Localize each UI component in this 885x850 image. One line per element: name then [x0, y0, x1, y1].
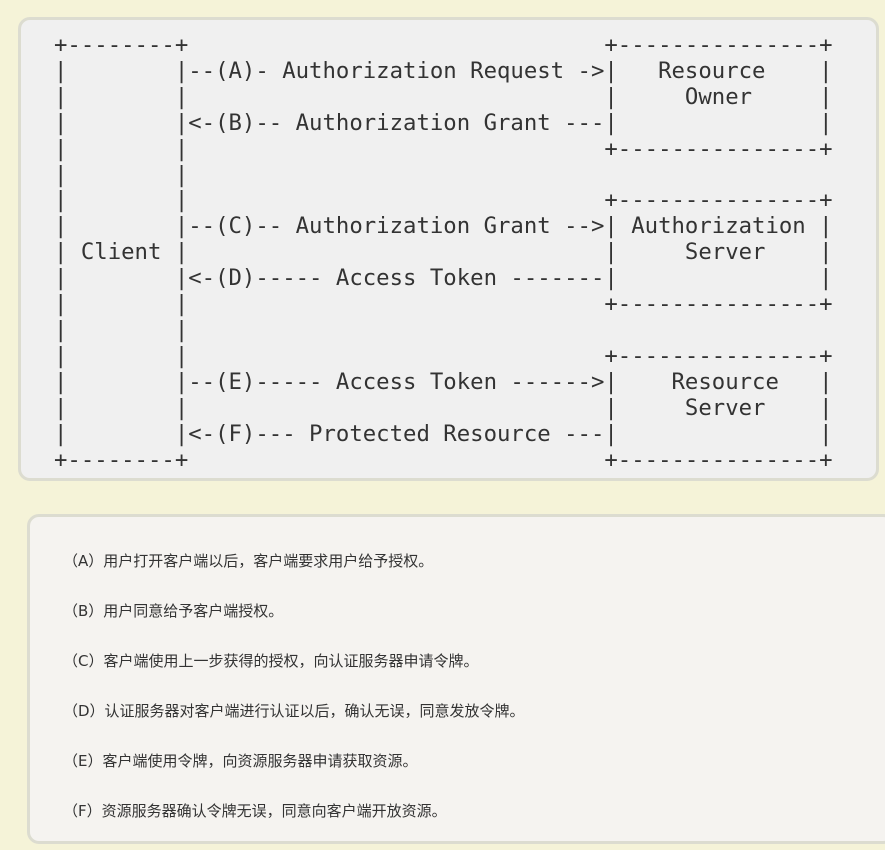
- diagram-line: | |--(C)-- Authorization Grant -->| Auth…: [54, 213, 833, 240]
- ascii-flow-diagram: +--------+ +---------------+ | |--(A)- A…: [54, 32, 833, 473]
- diagram-line: | |: [54, 316, 189, 343]
- step-e: （E）客户端使用令牌，向资源服务器申请获取资源。: [63, 752, 418, 770]
- step-c: （C）客户端使用上一步获得的授权，向认证服务器申请令牌。: [63, 652, 479, 670]
- step-b: （B）用户同意给予客户端授权。: [63, 602, 284, 620]
- diagram-line: | |--(E)----- Access Token ------>| Reso…: [54, 368, 833, 395]
- diagram-line: | |<-(D)----- Access Token -------| |: [54, 265, 833, 292]
- diagram-line: | | | Server |: [54, 394, 833, 421]
- diagram-line: | |--(A)- Authorization Request ->| Reso…: [54, 57, 833, 84]
- diagram-line: | | +---------------+: [54, 187, 833, 214]
- diagram-line: +--------+ +---------------+: [54, 446, 833, 473]
- step-f: （F）资源服务器确认令牌无误，同意向客户端开放资源。: [63, 802, 447, 820]
- diagram-line: | | +---------------+: [54, 135, 833, 162]
- diagram-line: | | | Owner |: [54, 83, 833, 110]
- step-d: （D）认证服务器对客户端进行认证以后，确认无误，同意发放令牌。: [63, 702, 525, 720]
- diagram-line: | |: [54, 161, 189, 188]
- steps-explanation-panel: （A）用户打开客户端以后，客户端要求用户给予授权。 （B）用户同意给予客户端授权…: [27, 514, 885, 844]
- diagram-line: | | +---------------+: [54, 342, 833, 369]
- diagram-line: +--------+ +---------------+: [54, 32, 833, 58]
- step-a: （A）用户打开客户端以后，客户端要求用户给予授权。: [63, 552, 434, 570]
- diagram-line: | | +---------------+: [54, 291, 833, 318]
- steps-list: （A）用户打开客户端以后，客户端要求用户给予授权。 （B）用户同意给予客户端授权…: [63, 550, 525, 850]
- oauth-flow-diagram-panel: +--------+ +---------------+ | |--(A)- A…: [18, 17, 879, 481]
- diagram-line: | |<-(F)--- Protected Resource ---| |: [54, 420, 833, 447]
- diagram-line: | |<-(B)-- Authorization Grant ---| |: [54, 109, 833, 136]
- diagram-line: | Client | | Server |: [54, 239, 833, 266]
